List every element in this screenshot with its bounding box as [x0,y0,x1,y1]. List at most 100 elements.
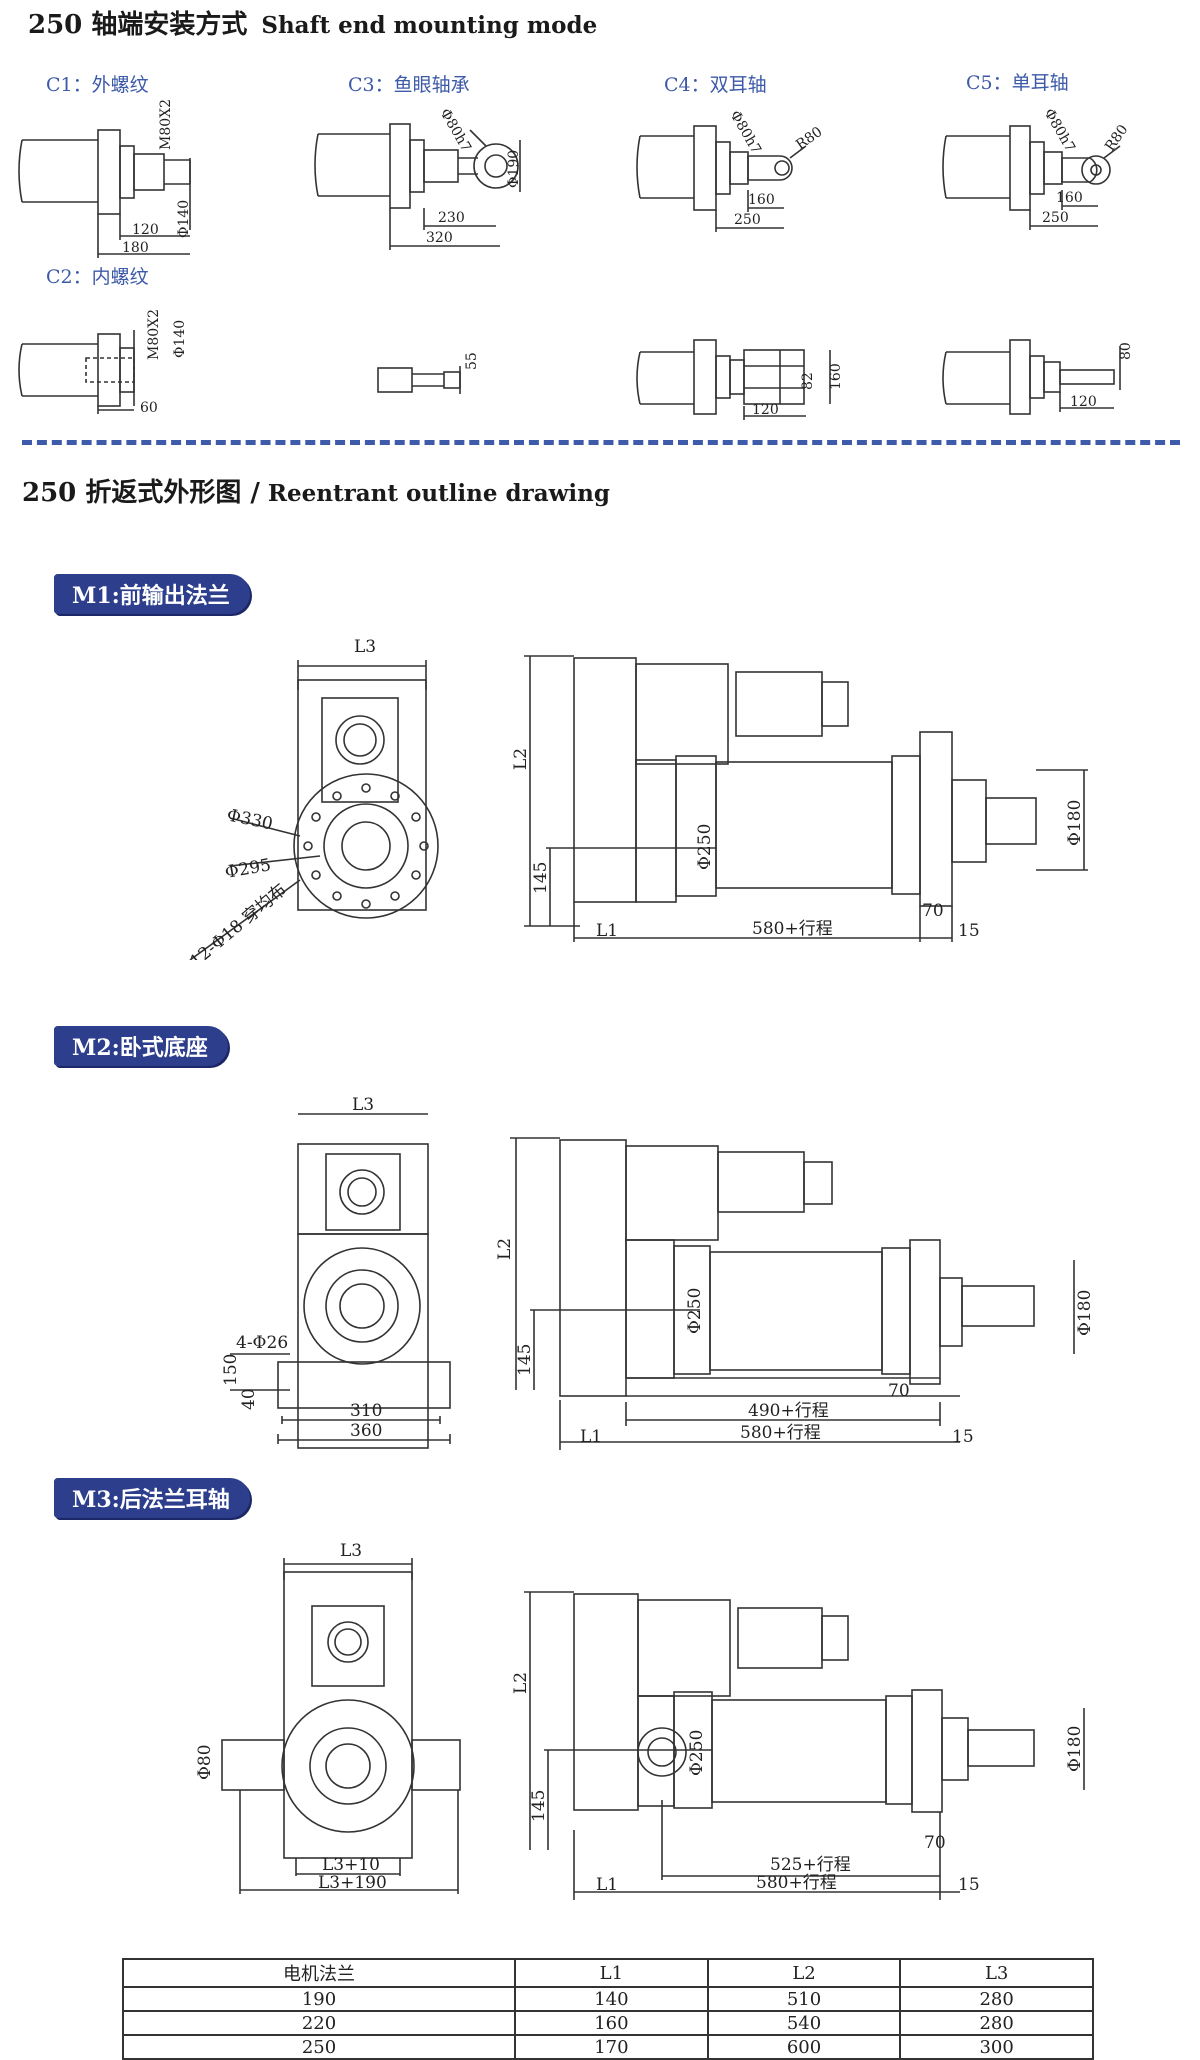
label-c5: C5：单耳轴 [966,72,1069,94]
m3-dim-l3p190: L3+190 [318,1873,387,1893]
m3-dim-d80: Φ80 [195,1744,215,1780]
table-cell: 250 [121,2034,517,2060]
c1-dim-180: 180 [122,240,149,256]
m3-dim-l3: L3 [340,1541,362,1561]
m2-front-view [230,1113,451,1449]
m1-side-view [524,655,1088,942]
m3-dim-l2: L2 [511,1672,531,1694]
m1-dim-145: 145 [531,862,551,894]
spec-table: 电机法兰 L1 L2 L3 190 140 510 280 220 160 54… [121,1958,1094,2060]
table-cell: 160 [514,2010,709,2036]
table-row: 220 160 540 280 [121,2010,1094,2036]
outline-section-title: 250 折返式外形图 / Reentrant outline drawing [22,472,610,509]
m3-dim-l1: L1 [596,1875,618,1895]
shaft-title-cn: 250 轴端安装方式 [28,10,248,40]
m1-front-view [189,660,439,960]
table-cell: 510 [706,1986,902,2012]
table-cell: 220 [121,2010,517,2036]
m2-dim-holes: 4-Φ26 [236,1333,288,1353]
m1-drawing: L3 Φ330 Φ295 12-Φ18 穿均布 L2 145 Φ250 Φ180… [186,637,1088,960]
table-row: 190 140 510 280 [121,1986,1094,2012]
c4b-dim-160: 160 [828,363,844,390]
m3-dim-15: 15 [958,1875,980,1895]
table-cell: 300 [899,2034,1094,2060]
m2-badge: M2:卧式底座 [54,1026,228,1066]
c1-drawing [18,129,191,258]
table-cell: 600 [706,2034,902,2060]
label-c2: C2：内螺纹 [46,266,149,288]
m2-dim-490: 490+行程 [748,1401,829,1421]
m1-dim-d250: Φ250 [695,824,715,870]
m2-dim-15: 15 [952,1427,974,1447]
m1-dim-d180: Φ180 [1065,800,1085,846]
table-cell: 540 [706,2010,902,2036]
m1-dim-l2: L2 [511,748,531,770]
c5b-drawing [942,339,1121,415]
m2-dim-310: 310 [350,1401,382,1421]
c4-dim-r80: R80 [793,124,825,153]
pin-drawing [377,366,461,394]
c2-dim-60: 60 [140,400,158,416]
m3-dim-l3p10: L3+10 [322,1855,380,1875]
c5-dim-250: 250 [1042,210,1069,226]
m2-dim-l1: L1 [580,1427,602,1447]
table-cell: 190 [121,1986,517,2012]
m3-dim-d180: Φ180 [1065,1726,1085,1772]
c5-dim-d80: Φ80h7 [1041,106,1078,155]
m3-side-view [524,1591,1085,1900]
m1-dim-stroke: 580+行程 [752,919,833,939]
m2-dim-70: 70 [888,1381,910,1401]
m1-dim-l3: L3 [354,637,376,657]
m3-dim-525: 525+行程 [770,1855,851,1875]
section-divider [22,440,1180,445]
table-cell: 280 [899,2010,1094,2036]
label-c1: C1：外螺纹 [46,74,149,96]
c3-dim-230: 230 [438,210,465,226]
m2-dim-d180: Φ180 [1075,1290,1095,1336]
table-header: L3 [899,1958,1094,1988]
outline-title-cn: 250 折返式外形图 / [22,478,260,508]
m3-front-view [221,1558,461,1894]
table-header: 电机法兰 [121,1958,517,1988]
c3-dim-320: 320 [426,230,453,246]
c1-dim-thread: M80X2 [158,99,174,150]
c5-dim-r80: R80 [1102,122,1131,154]
c1-dim-d140: Φ140 [176,200,192,238]
m1-dim-d295: Φ295 [223,855,272,883]
c5b-dim-80: 80 [1118,342,1134,360]
m1-dim-d330: Φ330 [225,805,275,834]
c5-dim-160: 160 [1056,190,1083,206]
c4-dim-250: 250 [734,212,761,228]
c2-dim-d140: Φ140 [172,320,188,358]
m2-drawing: L3 4-Φ26 150 40 310 360 L2 145 Φ250 Φ180… [221,1095,1095,1450]
c4b-dim-120: 120 [752,402,779,418]
table-cell: 280 [899,1986,1094,2012]
m2-dim-40: 40 [239,1388,259,1410]
shaft-end-drawings: M80X2 120 180 Φ140 Φ80h7 Φ190 230 320 Φ8… [18,99,1134,420]
table-cell: 140 [514,1986,709,2012]
m1-badge: M1:前输出法兰 [54,574,250,614]
m1-dim-l1: L1 [596,921,618,941]
table-header: L1 [514,1958,709,1988]
c3-drawing [314,123,521,250]
shaft-section-title: 250 轴端安装方式 Shaft end mounting mode [28,4,597,41]
m3-badge: M3:后法兰耳轴 [54,1478,250,1518]
m1-dim-holes: 12-Φ18 穿均布 [186,880,290,960]
m2-side-view [510,1137,1075,1450]
outline-title-en: Reentrant outline drawing [267,480,610,507]
m1-dim-70: 70 [922,901,944,921]
m2-dim-150: 150 [221,1354,241,1386]
m1-dim-15: 15 [958,921,980,941]
c4-dim-d80: Φ80h7 [727,108,764,157]
c5-drawing [942,125,1121,230]
c2-drawing [18,330,135,414]
m3-dim-70: 70 [924,1833,946,1853]
m2-dim-145: 145 [515,1344,535,1376]
m3-dim-145: 145 [529,1790,549,1822]
c2-dim-thread: M80X2 [146,309,162,360]
c4-dim-160: 160 [748,192,775,208]
shaft-title-en: Shaft end mounting mode [261,12,598,39]
c1-dim-120: 120 [132,222,159,238]
m3-dim-stroke: 580+行程 [756,1873,837,1893]
table-cell: 170 [514,2034,709,2060]
